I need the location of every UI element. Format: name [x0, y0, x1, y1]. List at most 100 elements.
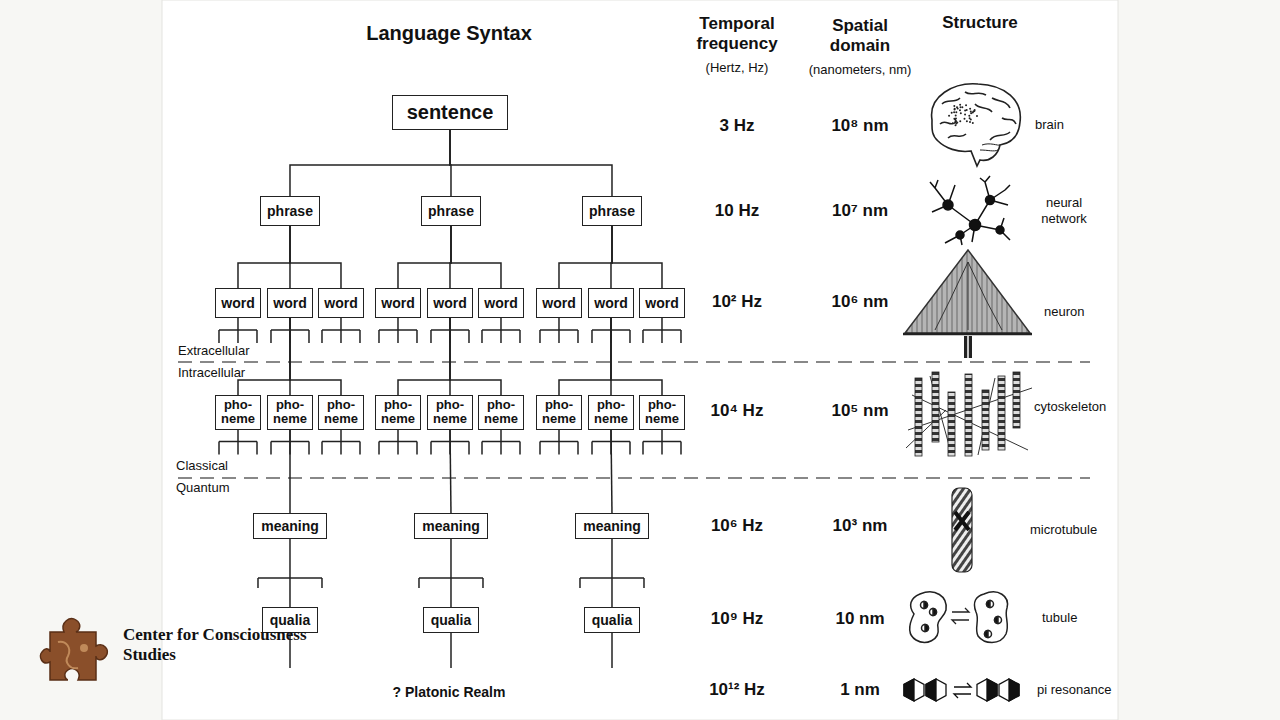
- frequency-value: 10⁶ Hz: [687, 516, 787, 536]
- frequency-value: 10 Hz: [687, 201, 787, 221]
- tree-connector: [290, 318, 341, 395]
- phoneme-box: pho- neme: [588, 395, 634, 430]
- column-header: Spatial domain: [810, 16, 910, 57]
- tree-connector: [449, 430, 451, 513]
- diagram-title: Language Syntax: [366, 22, 532, 45]
- phrase-box: phrase: [421, 196, 481, 226]
- tree-connector: [398, 318, 450, 395]
- phoneme-box: pho- neme: [639, 395, 685, 430]
- realm-label: ? Platonic Realm: [349, 684, 549, 701]
- box-label: word: [221, 295, 254, 311]
- phoneme-box: pho- neme: [375, 395, 421, 430]
- qualia-box: qualia: [423, 607, 479, 633]
- box-label: pho- neme: [322, 398, 360, 427]
- box-label: phrase: [428, 203, 474, 219]
- logo-text: Center for Consciousness Studies: [123, 625, 319, 666]
- boundary-label: Classical: [176, 458, 228, 474]
- column-header: Structure: [925, 13, 1035, 33]
- tree-connector: [451, 226, 501, 288]
- column-unit: (nanometers, nm): [790, 62, 930, 78]
- syntax-brackets: [219, 318, 681, 668]
- cytoskeleton-drawing: [906, 372, 1032, 456]
- tree-connector: [611, 318, 662, 395]
- box-label: word: [484, 295, 517, 311]
- spatial-value: 10³ nm: [810, 516, 910, 536]
- meaning-box: meaning: [575, 513, 649, 539]
- box-label: pho- neme: [431, 398, 469, 427]
- tree-connector: [450, 318, 501, 395]
- frequency-value: 10¹² Hz: [687, 680, 787, 700]
- structure-name: brain: [1035, 117, 1064, 133]
- word-box: word: [318, 288, 363, 318]
- tree-connector: [290, 130, 450, 196]
- structure-name: pi resonance: [1037, 682, 1111, 698]
- tree-connector: [289, 539, 291, 607]
- box-label: phrase: [589, 203, 635, 219]
- box-label: pho- neme: [219, 398, 257, 427]
- word-box: word: [588, 288, 633, 318]
- phoneme-box: pho- neme: [536, 395, 582, 430]
- spatial-value: 10 nm: [810, 609, 910, 629]
- tree-connector: [238, 226, 290, 288]
- phoneme-box: pho- neme: [267, 395, 313, 430]
- phrase-box: phrase: [260, 196, 320, 226]
- box-label: word: [433, 295, 466, 311]
- puzzle-logo: [40, 619, 107, 680]
- box-label: phrase: [267, 203, 313, 219]
- frequency-value: 3 Hz: [687, 116, 787, 136]
- microtubule-drawing: [952, 488, 972, 572]
- word-box: word: [478, 288, 523, 318]
- box-label: word: [542, 295, 575, 311]
- structure-name: tubule: [1042, 610, 1077, 626]
- meaning-box: meaning: [253, 513, 327, 539]
- box-label: pho- neme: [540, 398, 578, 427]
- boundary-label: Intracellular: [178, 365, 245, 381]
- phrase-box: phrase: [582, 196, 642, 226]
- tree-connector: [612, 226, 662, 288]
- word-box: word: [215, 288, 260, 318]
- neuron-drawing: [903, 250, 1032, 358]
- brain-drawing: [932, 84, 1021, 166]
- boundary-label: Extracellular: [178, 343, 250, 359]
- tree-connector: [611, 539, 613, 607]
- brain-stipple: [948, 104, 978, 126]
- column-header: Temporal frequency: [677, 14, 797, 55]
- tree-connector: [289, 430, 291, 513]
- structure-name: cytoskeleton: [1034, 399, 1106, 415]
- boundary-label: Quantum: [176, 480, 229, 496]
- box-label: qualia: [431, 612, 471, 628]
- word-box: word: [267, 288, 312, 318]
- spatial-value: 1 nm: [810, 680, 910, 700]
- box-label: pho- neme: [592, 398, 630, 427]
- structure-name: neuron: [1044, 304, 1084, 320]
- tree-connector: [450, 130, 612, 196]
- phoneme-box: pho- neme: [215, 395, 261, 430]
- box-label: word: [324, 295, 357, 311]
- meaning-box: meaning: [414, 513, 488, 539]
- page-panel: [162, 0, 1118, 720]
- box-label: pho- neme: [643, 398, 681, 427]
- box-label: pho- neme: [271, 398, 309, 427]
- box-label: pho- neme: [379, 398, 417, 427]
- qualia-box: qualia: [584, 607, 640, 633]
- pi-resonance-drawing: [904, 679, 1019, 701]
- frequency-value: 10² Hz: [687, 292, 787, 312]
- box-label: meaning: [583, 518, 641, 534]
- structure-name: neural network: [1029, 195, 1099, 226]
- phoneme-box: pho- neme: [478, 395, 524, 430]
- phoneme-box: pho- neme: [427, 395, 473, 430]
- word-box: word: [536, 288, 581, 318]
- tree-connector: [559, 226, 612, 288]
- box-label: meaning: [422, 518, 480, 534]
- tree-connector: [559, 318, 611, 395]
- box-label: qualia: [592, 612, 632, 628]
- tubulin-drawing: [910, 592, 1008, 643]
- box-label: pho- neme: [482, 398, 520, 427]
- tree-connector: [450, 539, 452, 607]
- word-box: word: [427, 288, 472, 318]
- frequency-value: 10⁹ Hz: [687, 609, 787, 629]
- tree-connector: [610, 430, 612, 513]
- box-label: word: [645, 295, 678, 311]
- tree-connector: [290, 226, 341, 288]
- tree-connector: [398, 226, 451, 288]
